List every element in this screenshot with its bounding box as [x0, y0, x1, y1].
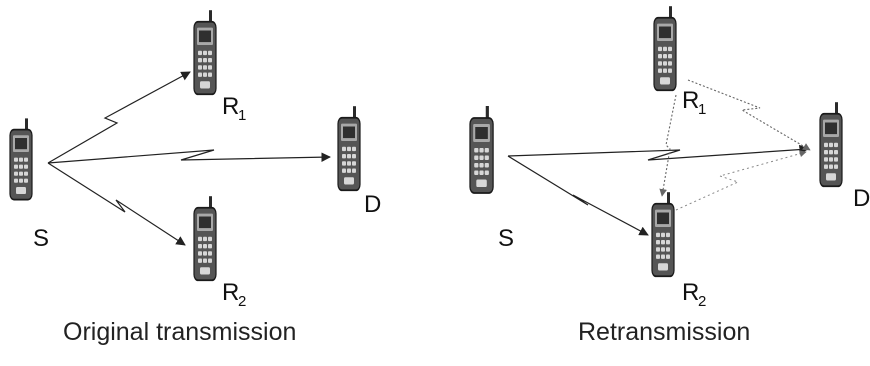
node-r2: R 2 — [651, 191, 706, 310]
node-r1: R 1 — [193, 9, 246, 124]
node-r1-subscript: 1 — [238, 107, 246, 124]
node-r1-subscript: 1 — [698, 101, 706, 118]
link-r1-r2 — [659, 94, 677, 197]
node-d: D — [337, 105, 381, 218]
link-s-r2 — [47, 162, 186, 246]
mobile-phone-icon — [193, 9, 217, 96]
link-s-d — [47, 149, 331, 164]
node-r2-label: R — [682, 279, 699, 306]
node-s: S — [9, 117, 49, 252]
link-s-d — [507, 144, 809, 161]
node-r1-label: R — [682, 87, 699, 114]
link-r2-d — [675, 150, 807, 211]
link-s-r2 — [507, 155, 649, 236]
mobile-phone-icon — [9, 117, 33, 201]
original-transmission-diagram: S R 1 D R 2 — [9, 9, 381, 310]
caption-original-transmission: Original transmission — [63, 318, 297, 346]
mobile-phone-icon — [653, 5, 677, 92]
node-r1-label: R — [222, 93, 239, 120]
node-r2-label: R — [222, 279, 239, 306]
node-s-label: S — [33, 225, 49, 252]
node-r2-subscript: 2 — [698, 293, 706, 310]
retransmission-diagram: S R 1 D R 2 — [469, 5, 870, 310]
mobile-phone-icon — [469, 105, 495, 194]
node-r2-subscript: 2 — [238, 293, 246, 310]
node-s-label: S — [498, 225, 514, 252]
mobile-phone-icon — [337, 105, 361, 192]
node-d: D — [819, 101, 870, 212]
node-s: S — [469, 105, 514, 252]
mobile-phone-icon — [193, 195, 217, 282]
mobile-phone-icon — [819, 101, 843, 188]
node-d-label: D — [364, 191, 381, 218]
node-r1: R 1 — [653, 5, 706, 118]
link-s-r1 — [47, 71, 191, 164]
node-d-label: D — [853, 185, 870, 212]
mobile-phone-icon — [651, 191, 675, 278]
caption-retransmission: Retransmission — [578, 318, 751, 346]
node-r2: R 2 — [193, 195, 246, 310]
